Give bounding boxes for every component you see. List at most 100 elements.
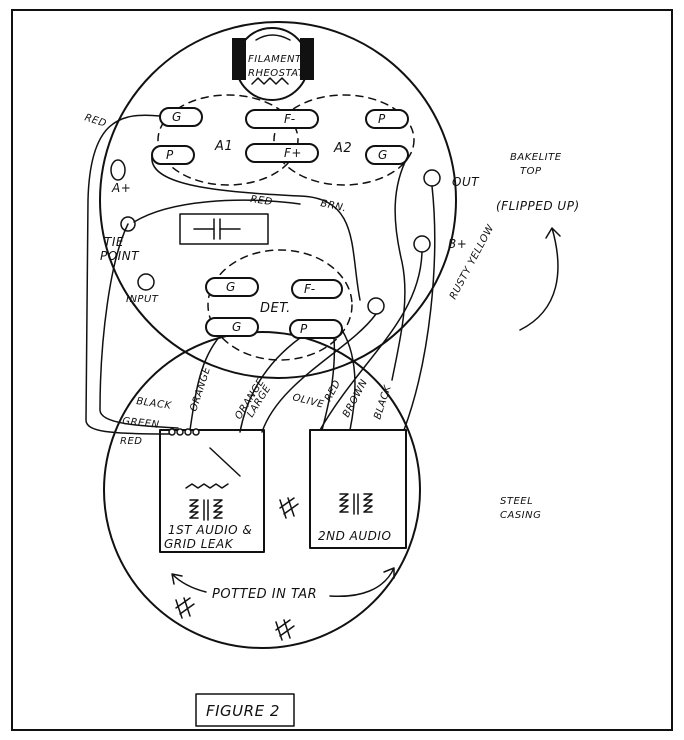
flipped-label: (FLIPPED UP) [496,199,580,213]
arrow-left [171,573,207,593]
a1-g-pin [159,107,203,127]
a-plus-terminal [110,159,126,181]
tar-hatch-marks [175,497,299,641]
out-label: OUT [452,175,480,189]
a-plus-label: A+ [111,181,131,195]
a2-g-label: G [378,148,388,162]
wire-label-orange-1: ORANGE [188,365,213,413]
rheostat-label: RHEOSTAT [248,68,305,79]
page-border [11,9,673,731]
det-g-pin [205,317,259,337]
a1-f-minus-label: F- [284,112,296,126]
det-g-label: G [232,320,242,334]
wire-tie-green [99,223,179,429]
a2-label: A2 [333,141,352,156]
rheostat-clip-right [300,38,314,80]
a1-label: A1 [214,139,233,154]
bakelite-label-2: TOP [520,166,542,177]
rheostat-arc-arrow [255,34,291,41]
transformer-1-diag [209,447,241,477]
wire-orange-large [239,337,301,433]
tube-a1-outline [157,94,299,186]
det-g-top-label: G [226,280,236,294]
wire-label-red-3: RED [120,436,142,447]
wire-label-red-2: RED [250,194,274,208]
tube-sockets-audio: G P F- F+ P G [151,107,409,165]
b-plus-terminal [413,235,431,253]
terminal-1a [168,428,176,436]
wiring [85,114,436,435]
a2-p-pin [365,109,409,129]
grid-capacitor [179,213,269,245]
tie-label: TIE [104,235,124,249]
a1-g-label: G [172,110,182,124]
input-terminal [137,273,155,291]
transformer-2-coil-icon [339,493,373,515]
transformer-2-label: 2ND AUDIO [318,529,391,543]
wire-red-left [85,114,171,435]
a1-p-label: P [166,148,174,162]
wire-label-black-2: BLACK [372,383,394,421]
tube-a2-outline [273,94,415,186]
wire-brn [391,155,409,381]
a1-f-plus-pin [245,143,319,163]
steel-label-1: STEEL [500,496,533,507]
det-f-minus-pin [291,279,343,299]
flip-arrow [519,227,561,331]
terminal-1c [184,428,192,436]
transformer-1st-audio: 1ST AUDIO & GRID LEAK [159,428,265,553]
out-terminal [423,169,441,187]
wire-brown [341,329,356,431]
a1-f-plus-label: F+ [284,146,302,160]
grid-leak-resistor [185,483,229,489]
transformer-2nd-audio: 2ND AUDIO [309,429,407,549]
wire-rusty-yellow [319,251,423,431]
det-label: DET. [260,301,291,316]
bakelite-label-1: BAKELITE [510,152,562,163]
det-side-terminal [367,297,385,315]
det-p-pin [289,319,343,339]
transformer-1-label-2: GRID LEAK [164,537,234,551]
terminal-1b [176,428,184,436]
figure-caption-box [195,693,295,727]
wire-label-green: GREEN [122,416,160,431]
tube-socket-det: G F- G P [205,277,343,339]
wire-label-olive: OLIVE [291,392,325,410]
a2-p-label: P [378,112,386,126]
wire-label-brn: BRN. [319,198,347,214]
arrow-right [329,567,395,598]
wire-red-short [321,337,336,431]
potted-label: POTTED IN TAR [212,587,317,602]
point-label: POINT [100,249,140,263]
filament-label: FILAMENT [248,54,302,65]
a2-g-pin [365,145,409,165]
b-plus-label: B+ [448,237,467,251]
steel-label-2: CASING [500,510,541,521]
tube-det-outline [207,249,353,361]
a1-p-pin [151,145,195,165]
input-label: INPUT [126,294,159,305]
wire-red-center [151,155,361,301]
terminal-1d [192,428,200,436]
wire-black-right [403,185,436,431]
bakelite-top-outline [99,21,457,379]
rheostat-resistor-zigzag [251,77,289,85]
filament-rheostat: FILAMENT RHEOSTAT [232,27,314,101]
det-p-label: P [300,322,308,336]
transformer-1-label-1: 1ST AUDIO & [168,523,252,537]
rheostat-clip-left [232,38,246,80]
wire-label-red-1: RED [83,112,108,129]
det-f-minus-label: F- [304,282,316,296]
figure-caption: FIGURE 2 [206,702,280,720]
wire-label-black-1: BLACK [136,396,173,412]
wire-orange-det [189,335,221,431]
wire-tie-top [133,199,301,223]
a1-f-minus-pin [245,109,319,129]
wire-olive [261,313,377,433]
det-g-top-pin [205,277,259,297]
steel-casing-outline [103,331,421,649]
wire-label-rusty-yellow: RUSTY YELLOW [448,222,497,301]
transformer-1-coil-icon [189,499,223,521]
